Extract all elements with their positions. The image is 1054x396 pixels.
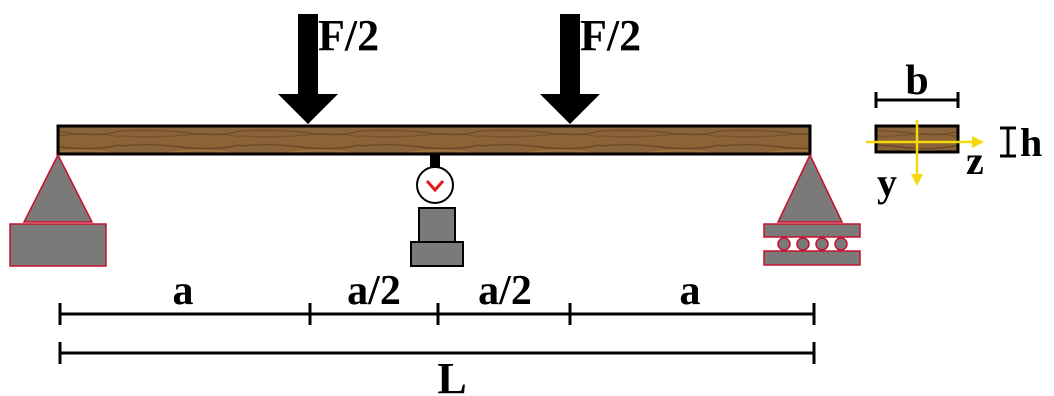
load-arrow-right <box>540 14 600 124</box>
segment-dimension-line <box>58 303 816 325</box>
load-label-right: F/2 <box>580 11 641 60</box>
beam <box>56 124 812 156</box>
section-width-label: b <box>905 58 928 104</box>
section-width-dimension <box>874 92 960 108</box>
load-arrow-left <box>278 14 338 124</box>
pin-support-icon <box>9 153 107 267</box>
segment-label-right-half: a/2 <box>478 268 532 314</box>
segment-label-right-a: a <box>680 268 701 314</box>
span-label: L <box>437 354 466 396</box>
segment-label-left-a: a <box>173 268 194 314</box>
segment-label-left-half: a/2 <box>347 268 401 314</box>
section-height-label: h <box>1020 120 1042 165</box>
y-axis-label: y <box>877 160 897 205</box>
dial-gauge-icon <box>410 155 464 267</box>
z-axis-arrow <box>866 136 984 148</box>
z-axis-label: z <box>966 138 984 183</box>
span-dimension-line <box>58 342 816 364</box>
section-height-dimension <box>1000 126 1016 158</box>
y-axis-arrow <box>911 120 923 186</box>
load-label-left: F/2 <box>318 11 379 60</box>
roller-support-icon <box>763 153 861 266</box>
